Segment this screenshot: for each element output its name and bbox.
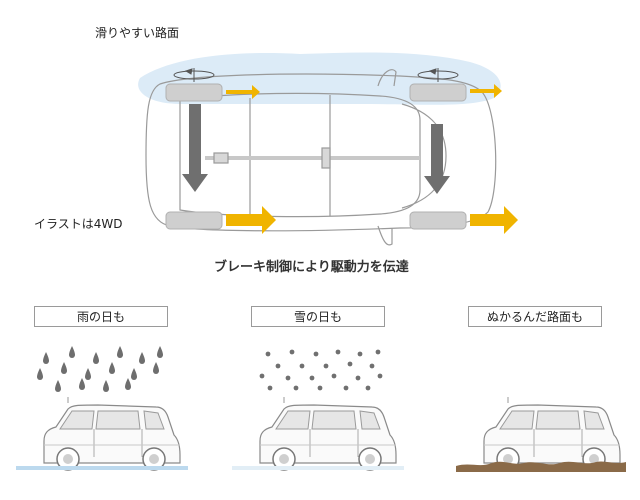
wheel-rear-right [165,211,223,230]
wheel-rear-left [165,83,223,102]
drive-arrow-icon-front-large [470,206,518,234]
illustration-note: イラストは4WD [34,217,123,231]
wheel-front-left [409,83,467,102]
panel-label-snow: 雪の日も [251,306,385,327]
spin-icon-front [417,68,459,82]
slippery-road-label: 滑りやすい路面 [95,26,180,40]
drive-arrow-icon-front-small [470,84,502,98]
spin-icon-rear [173,68,215,82]
drive-arrow-icon-rear-small [226,85,260,99]
brake-arrow-icon-rear [182,104,208,192]
car-side-mud [483,396,621,471]
drive-arrow-icon-rear-large [226,206,276,234]
mud-ground [456,461,626,472]
brake-arrow-icon-front [424,124,450,194]
awd-diagram [138,52,518,246]
panel-label-mud: ぬかるんだ路面も [468,306,602,327]
car-top-view [145,69,497,246]
car-side-rain [43,396,181,471]
rain-icon [37,346,163,392]
diagram-caption: ブレーキ制御により駆動力を伝達 [214,260,409,275]
snow-ground [232,466,404,470]
wheel-front-right [409,211,467,230]
panel-label-rain: 雨の日も [34,306,168,327]
snow-icon [259,349,383,391]
water-ground [16,466,188,470]
car-side-snow [259,396,397,471]
